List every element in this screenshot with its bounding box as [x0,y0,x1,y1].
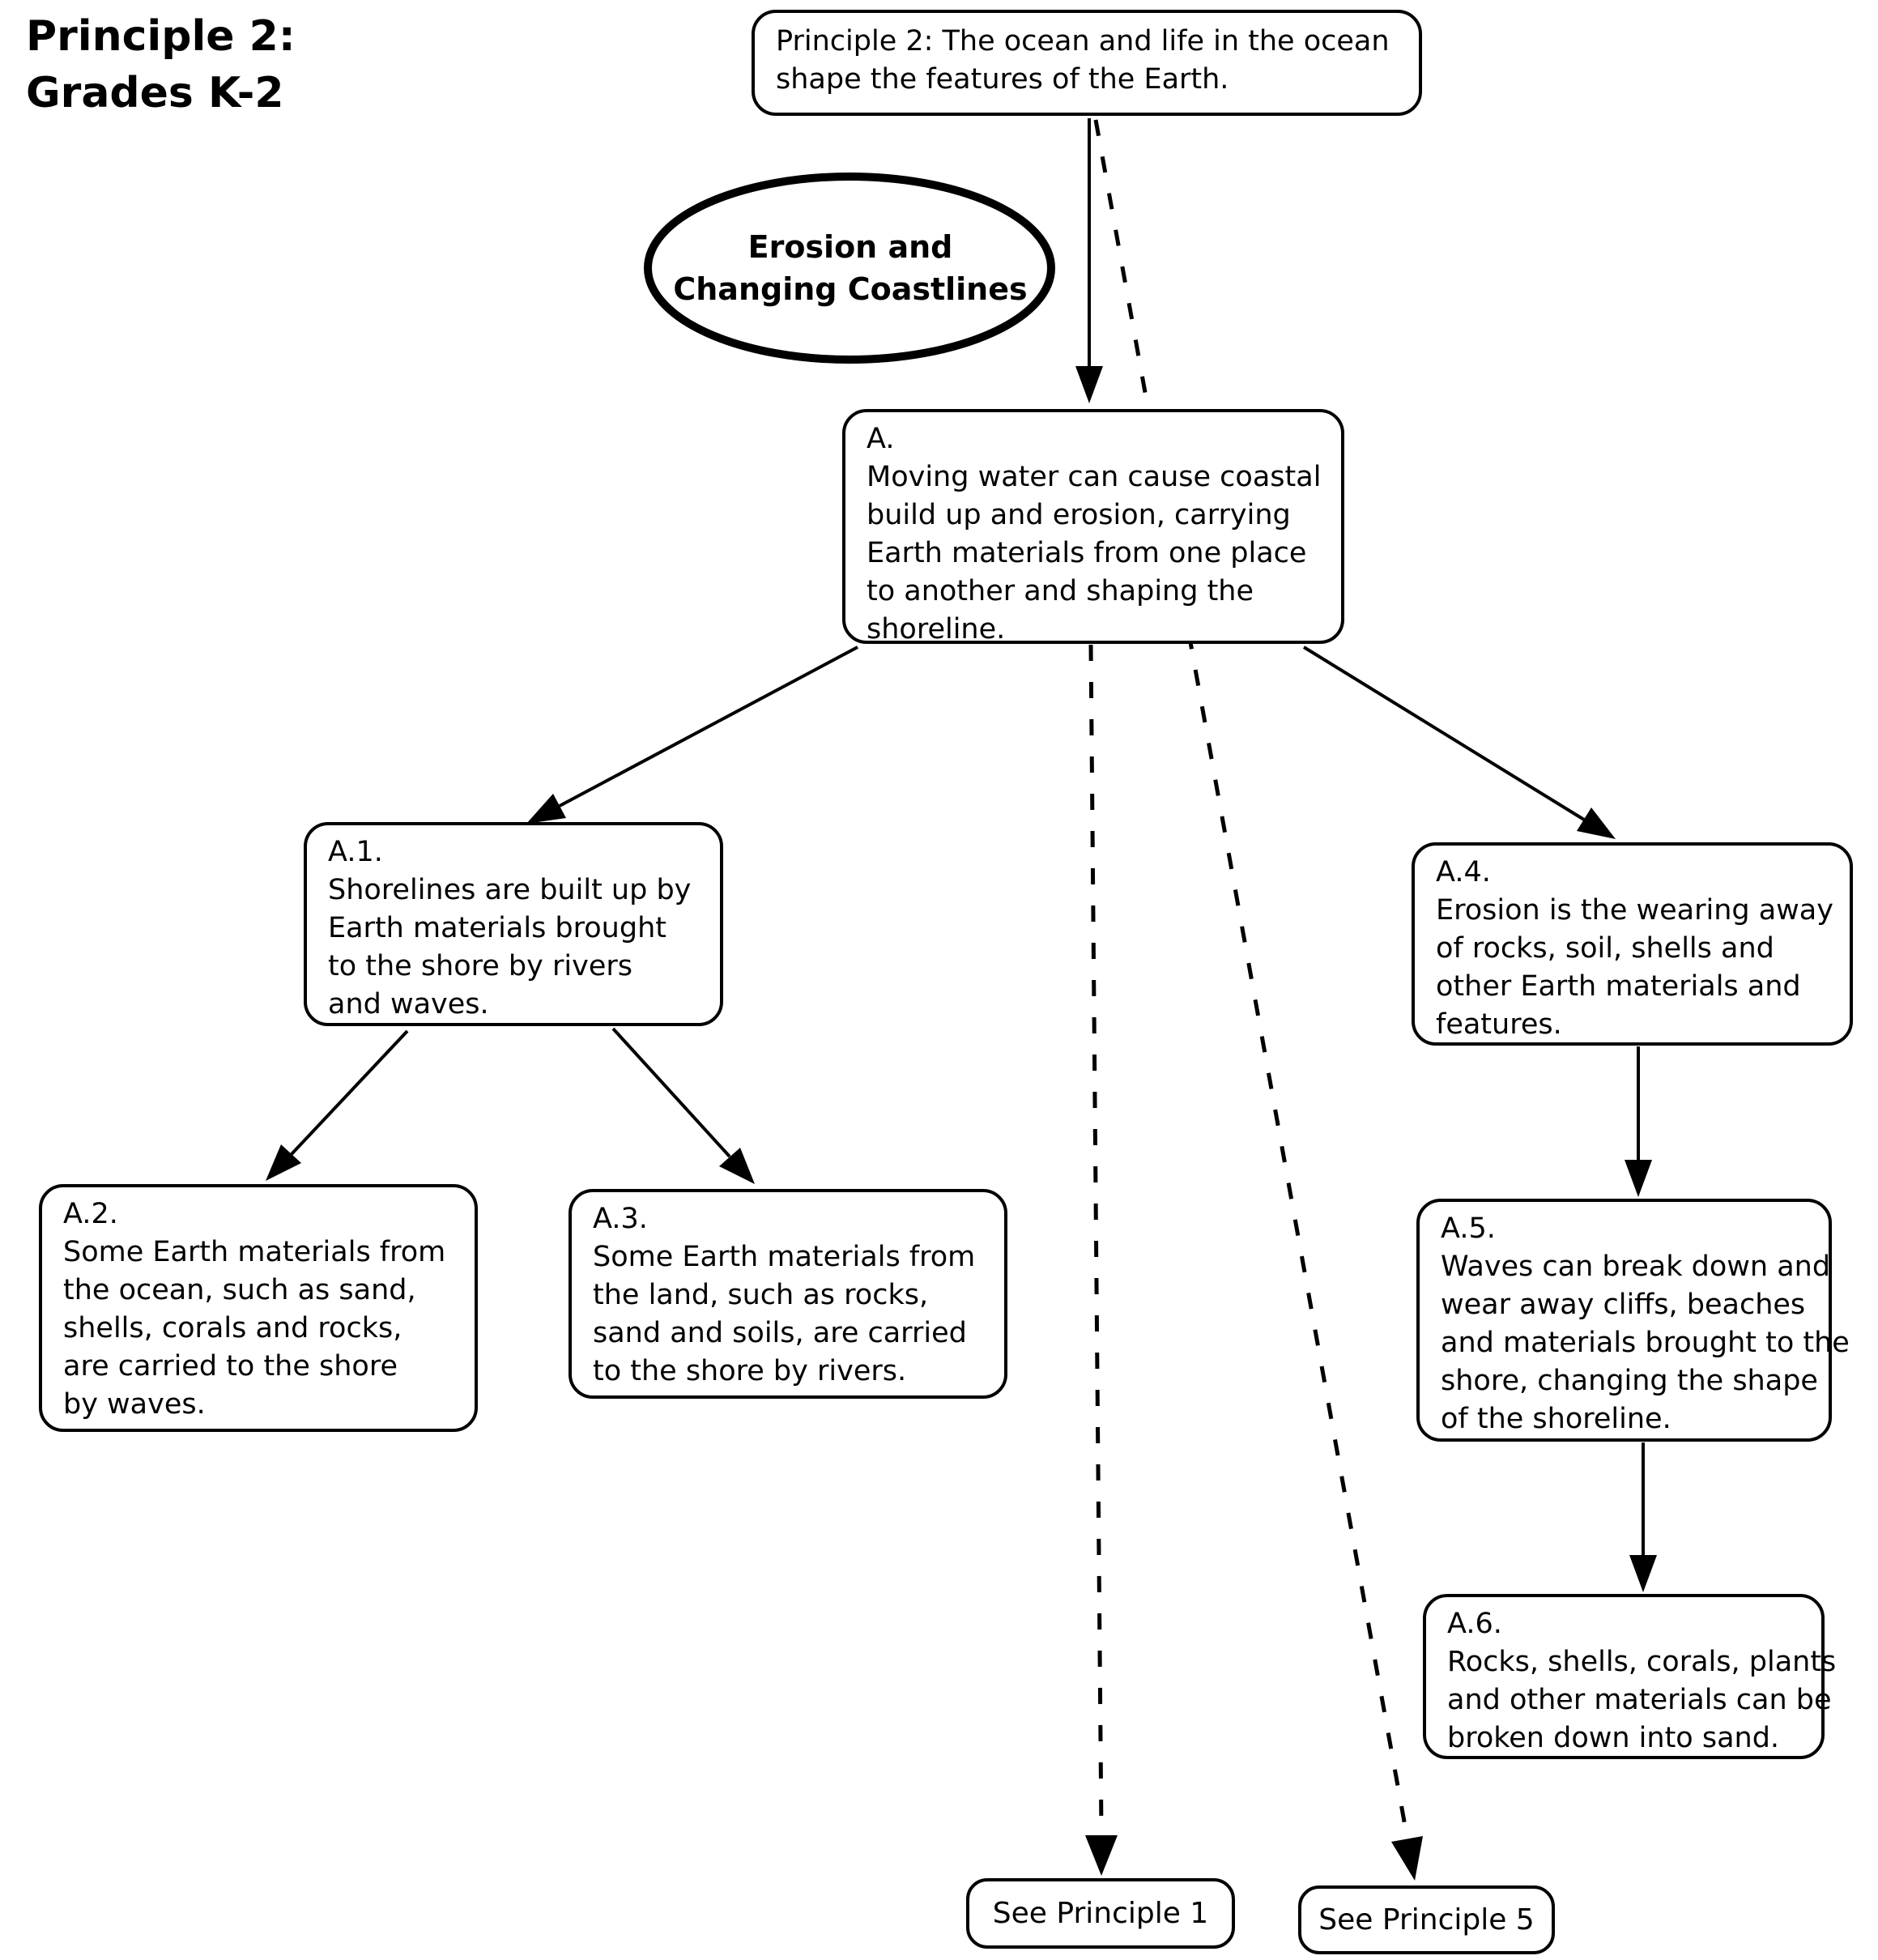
arrowhead-a5 [1625,1160,1652,1197]
node-see-principle-5: See Principle 5 [1298,1885,1555,1954]
arrowhead-a3 [719,1148,755,1184]
topic-ellipse-label: Erosion and Changing Coastlines [673,229,1028,307]
node-a1: A.1. Shorelines are built up by Earth ma… [304,822,723,1026]
arrow-a-to-a4 [1302,646,1586,821]
page-title: Principle 2: Grades K-2 [26,12,296,117]
node-a5: A.5. Waves can break down and wear away … [1416,1199,1850,1442]
node-a6: A.6. Rocks, shells, corals, plants and o… [1423,1594,1836,1759]
node-principle-statement: Principle 2: The ocean and life in the o… [752,10,1422,116]
arrow-a1-to-a3 [611,1027,731,1158]
topic-ellipse-outline [644,173,1055,364]
node-a: A. Moving water can cause coastal build … [842,409,1344,646]
node-a3: A.3. Some Earth materials from the land,… [569,1189,1007,1399]
arrow-a1-to-a2 [290,1029,409,1156]
arrowhead-see5 [1391,1836,1423,1881]
arrowhead-a6 [1629,1555,1657,1592]
arrow-a-to-a1 [559,646,858,807]
arrowhead-a [1075,366,1103,403]
arrowhead-a2 [266,1144,301,1181]
dashed-link-a-to-see1 [1088,644,1104,1833]
node-a2: A.2. Some Earth materials from the ocean… [39,1184,478,1432]
node-a4: A.4. Erosion is the wearing away of rock… [1412,842,1853,1046]
node-see-principle-1: See Principle 1 [966,1878,1235,1949]
dashed-link-principle-to-see5 [1093,119,1410,1840]
arrowhead-see1 [1085,1835,1118,1876]
arrowhead-a1 [526,794,566,824]
arrowhead-a4 [1577,807,1616,839]
